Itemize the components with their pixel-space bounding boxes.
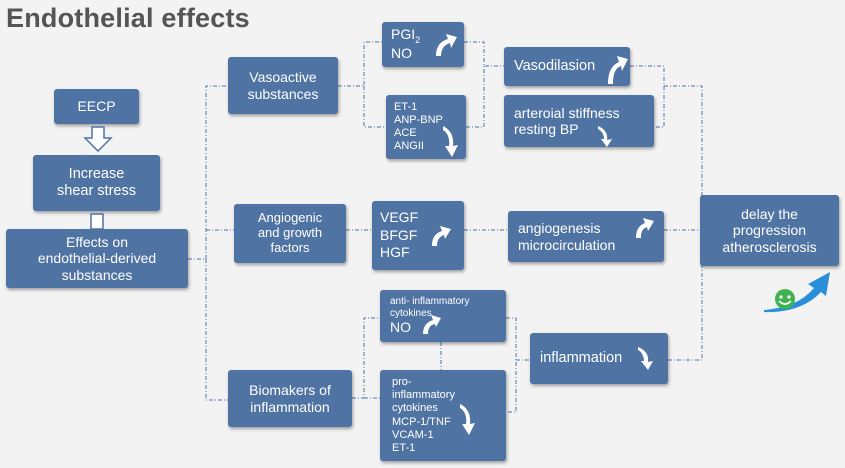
- connector-et-stiff: [466, 66, 485, 128]
- biomakers-box: Biomakers of inflammation: [228, 370, 352, 427]
- effects-box: Effects on endothelial-derived substance…: [6, 229, 188, 288]
- vasodilasion-label: Vasodilasion: [514, 58, 596, 75]
- smiley-up-arrow-icon: [764, 272, 830, 313]
- connector-vasoactive: [338, 41, 382, 87]
- vasoactive-label: Vasoactive substances: [247, 69, 319, 102]
- page-title: Endothelial effects: [6, 3, 250, 33]
- anti-inflammatory-label: anti- inflammatory cytokines: [390, 296, 470, 319]
- eecp-label: EECP: [77, 98, 116, 115]
- angiogenic-label: Angiogenic and growth factors: [257, 210, 323, 255]
- curved-up-arrow-icon: [423, 315, 441, 334]
- connector-trunk-left: [188, 85, 228, 260]
- curved-up-arrow-icon: [608, 56, 628, 84]
- biomakers-label: Biomakers of inflammation: [249, 382, 331, 415]
- stiffness-label: arteroial stiffness resting BP: [514, 104, 620, 137]
- pgi-label: PGI: [391, 26, 416, 43]
- connector-inflam: [506, 317, 517, 413]
- angiogenesis-label: angiogenesis microcirculation: [518, 220, 616, 253]
- delay-label: delay the progression atherosclerosis: [722, 206, 817, 255]
- pgi-subscript: 2: [415, 35, 421, 46]
- connector-trunk-bottom: [205, 259, 228, 401]
- delay-box: delay the progression atherosclerosis: [700, 195, 839, 266]
- connector-pgi-vaso: [464, 41, 504, 67]
- vasoactive-box: Vasoactive substances: [228, 57, 338, 114]
- connector-vasoactive-et: [363, 86, 386, 128]
- pro-inflammatory-label: pro- inflammatory cytokines MCP-1/TNF VC…: [392, 375, 455, 454]
- vegf-group-label: VEGF BFGF HGF: [380, 209, 419, 261]
- shear-stress-label: Increase shear stress: [57, 166, 136, 199]
- connector-right-trunk: [664, 85, 703, 361]
- pgi-no-text: PGI2 NO: [391, 27, 420, 61]
- curved-up-arrow-icon: [636, 218, 654, 238]
- no-label-2: NO: [390, 319, 411, 336]
- stiffness-box: arteroial stiffness resting BP: [504, 95, 654, 147]
- inflammation-label: inflammation: [540, 350, 623, 367]
- curved-down-arrow-icon: [443, 126, 458, 157]
- hollow-connector-stub-icon: [90, 213, 104, 230]
- pro-inflammatory-box: pro- inflammatory cytokines MCP-1/TNF VC…: [380, 370, 506, 461]
- eecp-box: EECP: [54, 89, 139, 124]
- vegf-group-box: VEGF BFGF HGF: [372, 201, 464, 270]
- et-group-label: ET-1 ANP-BNP ACE ANGII: [394, 100, 443, 153]
- connector-bio: [352, 317, 380, 399]
- curved-up-arrow-icon: [436, 34, 457, 56]
- effects-label: Effects on endothelial-derived substance…: [37, 234, 157, 283]
- no-label-1: NO: [391, 45, 412, 62]
- curved-down-arrow-icon: [598, 126, 612, 147]
- curved-down-arrow-icon: [460, 404, 475, 435]
- angiogenic-box: Angiogenic and growth factors: [234, 204, 346, 263]
- shear-stress-box: Increase shear stress: [33, 155, 160, 211]
- curved-down-arrow-icon: [638, 347, 653, 370]
- anti-inflammatory-text: anti- inflammatory cytokines NO: [390, 296, 469, 335]
- hollow-down-arrow-icon: [83, 126, 113, 152]
- anti-inflammatory-box: anti- inflammatory cytokines NO: [380, 290, 506, 342]
- curved-up-arrow-icon: [432, 226, 451, 246]
